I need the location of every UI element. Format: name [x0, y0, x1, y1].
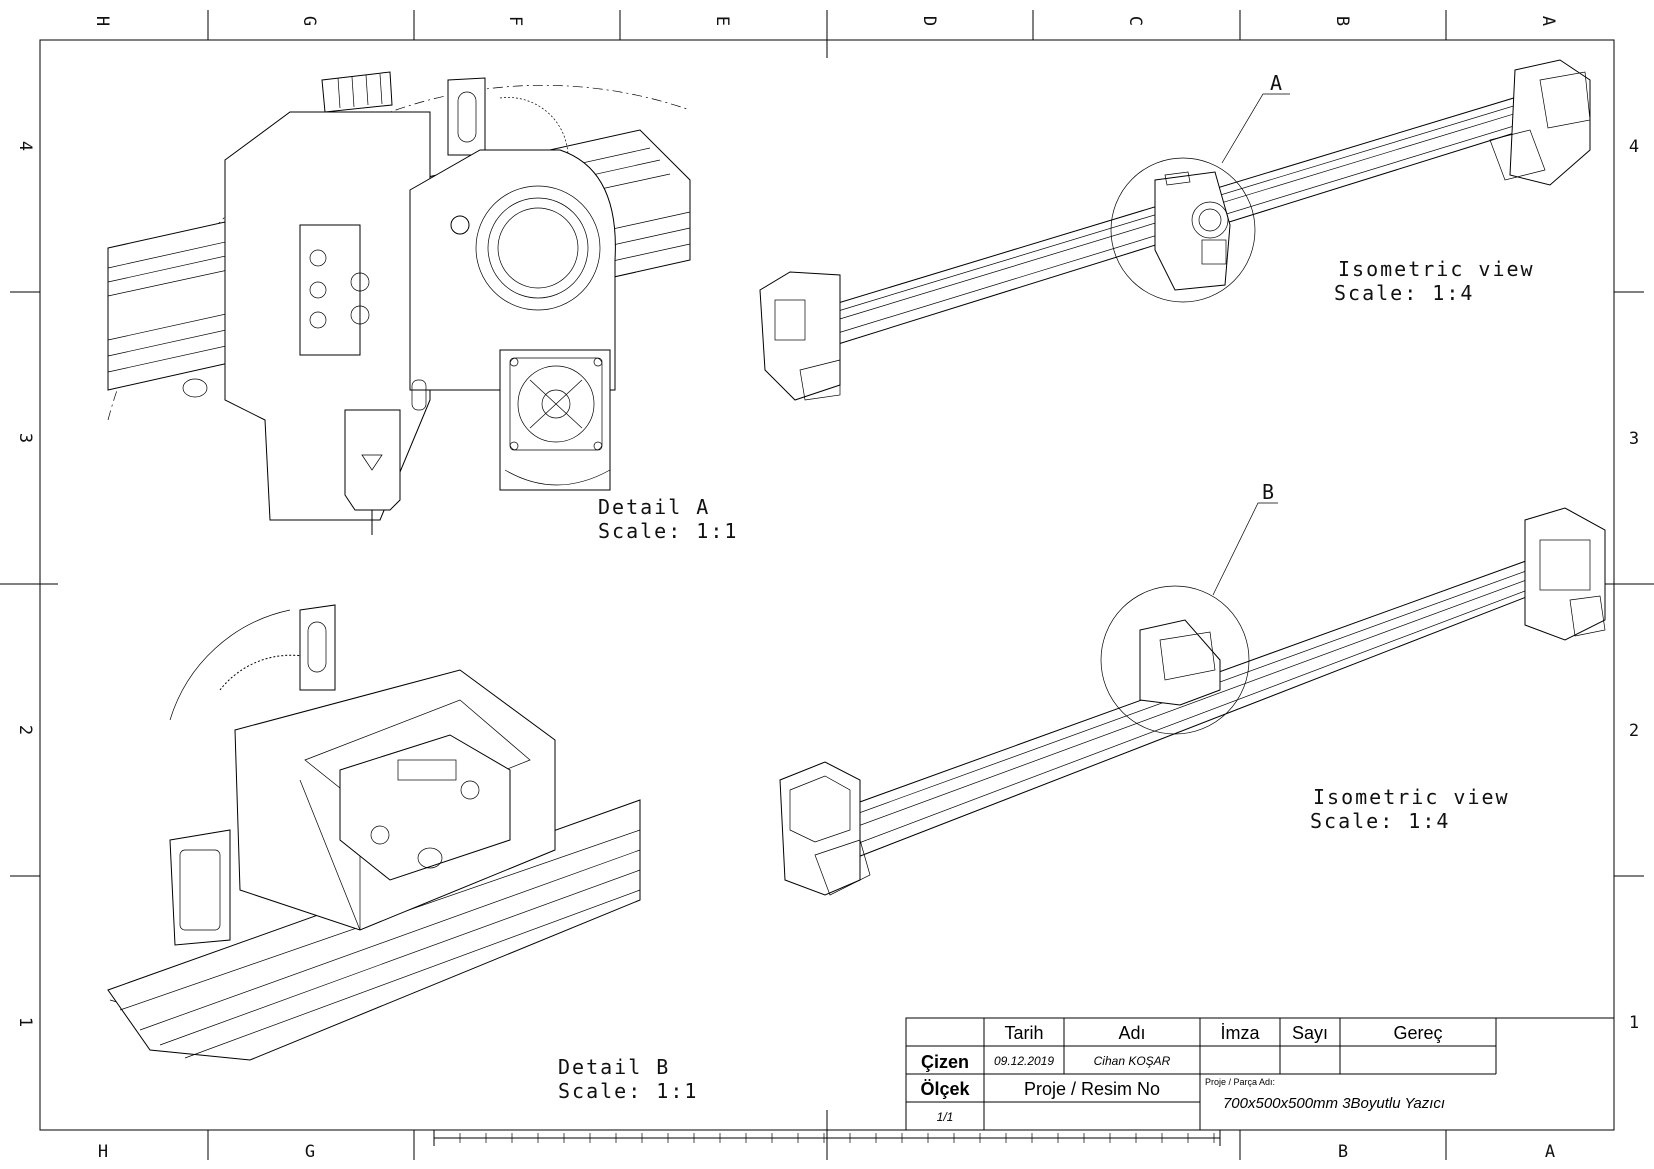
zone-right-2: 2: [1629, 721, 1639, 741]
zone-bottom-b: B: [1338, 1142, 1348, 1162]
zone-right-4: 4: [1629, 137, 1639, 157]
zone-left-4: 4: [15, 141, 35, 151]
zone-top-g: G: [299, 16, 319, 26]
tb-header-count: Sayı: [1292, 1023, 1328, 1043]
zone-top-e: E: [712, 16, 732, 26]
iso-b-label: Isometric view: [1313, 785, 1510, 809]
iso-view-a-drawing: [759, 59, 1591, 401]
zone-labels-rows: 4 3 2 1 4 3 2 1: [15, 137, 1639, 1033]
zone-top-h: H: [92, 16, 112, 26]
zone-bottom-a: A: [1545, 1142, 1555, 1162]
tb-drawn-label: Çizen: [921, 1052, 969, 1072]
tb-header-sign: İmza: [1220, 1023, 1260, 1043]
tb-scale-label: Ölçek: [920, 1079, 970, 1099]
iso-view-b-drawing: [779, 502, 1606, 896]
tb-project-no-label: Proje / Resim No: [1024, 1079, 1160, 1099]
detail-b-label: Detail B: [558, 1055, 670, 1079]
detail-a-drawing: [107, 71, 691, 535]
zone-left-1: 1: [15, 1017, 35, 1027]
zone-top-d: D: [919, 16, 939, 26]
zone-top-b: B: [1332, 16, 1352, 26]
zone-labels-bottom: H G B A: [98, 1142, 1555, 1162]
tb-drawn-name: Cihan KOŞAR: [1094, 1054, 1171, 1068]
title-block: [905, 1017, 1615, 1131]
iso-a-label: Isometric view: [1338, 257, 1535, 281]
tb-header-date: Tarih: [1004, 1023, 1043, 1043]
tb-header-material: Gereç: [1393, 1023, 1442, 1043]
tb-part-name-label: Proje / Parça Adı:: [1205, 1077, 1275, 1087]
detail-a-scale: Scale: 1:1: [598, 519, 738, 543]
zone-top-c: C: [1125, 16, 1145, 26]
zone-bottom-h: H: [98, 1142, 108, 1162]
zone-right-3: 3: [1629, 429, 1639, 449]
zone-labels-top: H G F E D C B A: [92, 16, 1558, 26]
zone-top-a: A: [1538, 16, 1558, 26]
tb-part-name: 700x500x500mm 3Boyutlu Yazıcı: [1223, 1095, 1445, 1112]
zone-left-2: 2: [15, 725, 35, 735]
zone-right-1: 1: [1629, 1013, 1639, 1033]
tb-header-name: Adı: [1118, 1023, 1145, 1043]
tb-drawn-date: 09.12.2019: [994, 1054, 1054, 1068]
zone-bottom-g: G: [305, 1142, 315, 1162]
tb-scale-value: 1/1: [937, 1110, 954, 1124]
iso-a-callout: A: [1270, 71, 1284, 95]
detail-b-scale: Scale: 1:1: [558, 1079, 698, 1103]
iso-b-scale: Scale: 1:4: [1310, 809, 1450, 833]
zone-left-3: 3: [15, 433, 35, 443]
zone-ticks: [0, 10, 1654, 1160]
iso-a-scale: Scale: 1:4: [1334, 281, 1474, 305]
detail-a-label: Detail A: [598, 495, 710, 519]
iso-b-callout: B: [1262, 480, 1276, 504]
zone-top-f: F: [505, 16, 525, 26]
detail-b-drawing: [107, 604, 641, 1061]
